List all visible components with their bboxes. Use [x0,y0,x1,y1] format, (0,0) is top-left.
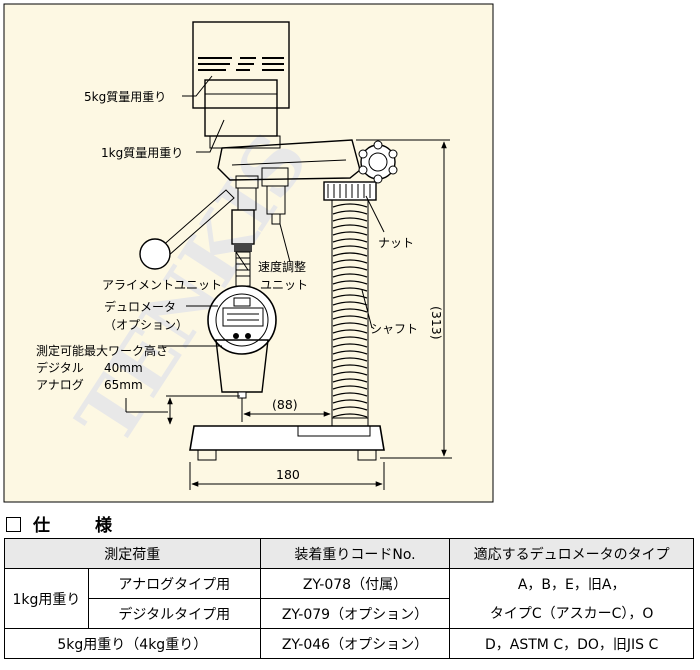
diagram-background [3,3,494,503]
shaft-thread [332,371,368,376]
cell-1kg-group: 1kg用重り [4,568,89,629]
label-shaft: シャフト [370,322,418,336]
spec-table: 測定荷重 装着重りコードNo. 適応するデュロメータのタイプ 1kg用重り アナ… [4,538,694,659]
dimension-base-width: 180 [276,467,300,482]
base [189,418,385,461]
shaft-thread [332,357,368,362]
shaft-thread [332,413,368,418]
label-durometer-2: （オプション） [104,318,188,332]
header-types: 適応するデュロメータのタイプ [449,538,694,569]
shaft-thread [332,308,368,313]
shaft-thread [332,203,368,208]
shaft-thread [332,231,368,236]
cell-analog-code: ZY-078（付属） [259,568,451,599]
spec-row-digital: デジタルタイプ用 ZY-079（オプション） タイプC（アスカーC），O [5,598,694,629]
label-digital-value: 40mm [104,361,143,375]
heading-char-1: 仕 [33,516,51,536]
speed-adjust-unit [266,185,286,225]
shaft-collar [323,181,377,201]
label-weight-1kg: 1kg質量用重り [101,145,183,160]
heading-char-2: 様 [95,516,113,536]
cell-analog-label: アナログタイプ用 [87,568,261,599]
nut-knob [358,140,398,184]
spec-row-5kg: 5kg用重り（4kg重り） ZY-046（オプション） D，ASTM C，DO，… [4,628,694,659]
label-nut: ナット [378,236,414,250]
shaft-thread [332,336,368,341]
shaft-thread [332,406,368,411]
shaft-thread [332,273,368,278]
shaft-thread [332,210,368,215]
header-code: 装着重りコードNo. [259,538,451,569]
label-durometer-1: デュロメータ [104,299,176,314]
shaft-thread [332,392,368,397]
shaft-thread [332,315,368,320]
cell-digital-label: デジタルタイプ用 [87,598,261,629]
label-max-work-height: 測定可能最大ワーク高さ [36,343,168,358]
durometer [207,285,277,399]
shaft-thread [332,280,368,285]
stand-diagram: TENKIS [3,3,494,503]
shaft-thread [332,287,368,292]
alignment-unit [231,187,257,287]
cell-digital-types: タイプC（アスカーC），O [449,598,694,629]
cell-5kg-label: 5kg用重り（4kg重り） [4,628,261,659]
spec-row-analog: 1kg用重り アナログタイプ用 ZY-078（付属） A，B，E，旧A， [4,568,694,629]
label-alignment-unit: アライメントユニット [102,278,222,292]
heading-square-icon [6,517,21,532]
shaft-thread [332,301,368,306]
shaft-thread [332,224,368,229]
shaft-thread [332,259,368,264]
label-weight-5kg: 5kg質量用重り [84,89,166,104]
shaft-thread [332,385,368,390]
shaft-thread [332,378,368,383]
header-load: 測定荷重 [4,538,261,569]
cell-digital-code: ZY-079（オプション） [259,598,451,629]
label-speed-adjust-1: 速度調整 [258,259,306,274]
label-analog: アナログ [36,378,84,392]
shaft-thread [332,343,368,348]
spec-header-row: 測定荷重 装着重りコードNo. 適応するデュロメータのタイプ [4,538,694,569]
shaft-thread [332,245,368,250]
shaft-thread [332,399,368,404]
cell-5kg-types: D，ASTM C，DO，旧JIS C [449,628,694,659]
dimension-shaft-offset: (88) [272,397,298,412]
cell-5kg-code: ZY-046（オプション） [259,628,451,659]
spec-heading: 仕様 [6,511,113,536]
label-analog-value: 65mm [104,378,143,392]
shaft [331,199,369,419]
lever-arm [139,189,235,270]
label-digital: デジタル [36,360,84,375]
shaft-thread [332,322,368,327]
shaft-thread [332,329,368,334]
label-speed-adjust-2: ユニット [260,278,308,292]
shaft-thread [332,238,368,243]
cell-analog-types: A，B，E，旧A， [449,568,694,599]
shaft-thread [332,217,368,222]
shaft-thread [332,364,368,369]
dimension-height: (313) [429,306,444,340]
weight-5kg [192,21,290,109]
shaft-thread [332,350,368,355]
shaft-thread [332,252,368,257]
shaft-thread [332,266,368,271]
